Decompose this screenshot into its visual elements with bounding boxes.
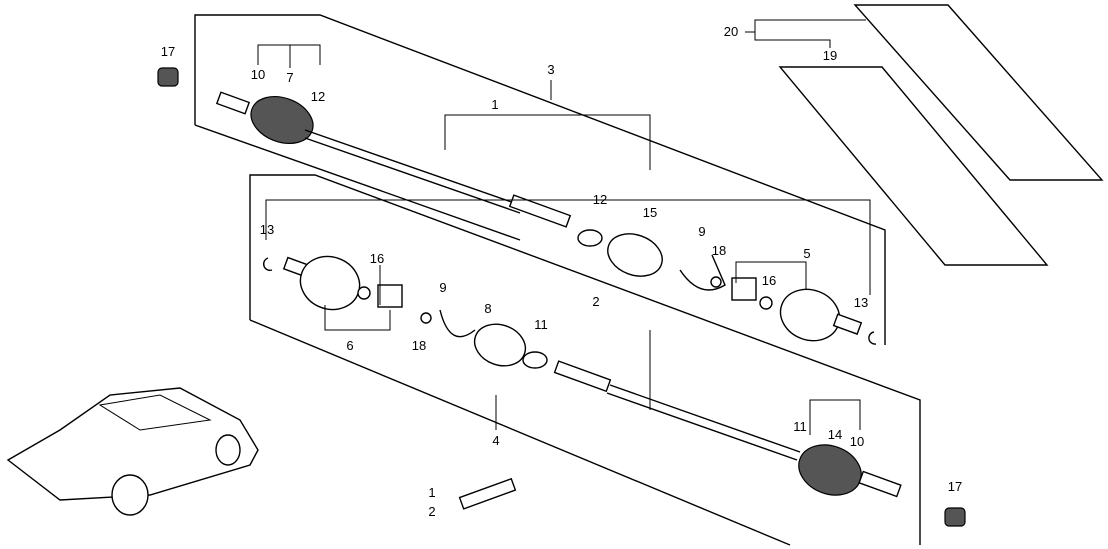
callout-11: 11: [793, 419, 807, 434]
clip: [710, 276, 722, 288]
callout-18: 18: [712, 243, 726, 258]
callout-2: 2: [428, 504, 435, 519]
boot-band: [577, 229, 603, 247]
boot-kit-frames: [745, 4, 1104, 266]
right-driveshaft: [215, 91, 572, 228]
callout-11: 11: [534, 317, 548, 332]
spindle-nut-right: [944, 507, 966, 527]
callout-1: 1: [428, 485, 435, 500]
callout-9: 9: [439, 280, 446, 295]
callout-6: 6: [346, 338, 353, 353]
lower-shaft-frame: [249, 174, 921, 546]
car-illustration: [6, 387, 259, 516]
callout-8: 8: [484, 301, 491, 316]
callout-1: 1: [491, 97, 498, 112]
callout-16: 16: [370, 251, 384, 266]
circlip: [868, 331, 877, 345]
upper-shaft-frame: [194, 14, 886, 345]
callout-17: 17: [948, 479, 962, 494]
stopper: [759, 296, 773, 310]
callout-lines: [257, 44, 871, 435]
callout-3: 3: [547, 62, 554, 77]
callout-labels: 17 10 7 12 3 1 20 19 13 12 15 9 18 5 16 …: [161, 24, 962, 519]
callout-12: 12: [311, 89, 325, 104]
callout-19: 19: [823, 48, 837, 63]
callout-13: 13: [260, 222, 274, 237]
boot: [607, 233, 663, 277]
left-inboard-parts: [262, 255, 548, 369]
callout-18: 18: [412, 338, 426, 353]
callout-10: 10: [251, 67, 265, 82]
callout-15: 15: [643, 205, 657, 220]
callout-13: 13: [854, 295, 868, 310]
callout-17: 17: [161, 44, 175, 59]
callout-2: 2: [592, 294, 599, 309]
callout-9: 9: [698, 224, 705, 239]
callout-4: 4: [492, 433, 499, 448]
tripod: [731, 277, 757, 301]
callout-10: 10: [850, 434, 864, 449]
right-inboard-parts: [577, 229, 877, 345]
spindle-nut-left: [157, 67, 179, 87]
band: [679, 254, 726, 291]
left-driveshaft: [553, 360, 902, 498]
inboard-housing: [779, 288, 841, 342]
callout-14: 14: [828, 427, 842, 442]
callout-7: 7: [286, 70, 293, 85]
callout-12: 12: [593, 192, 607, 207]
callout-5: 5: [803, 246, 810, 261]
grease-tube: [458, 477, 517, 510]
callout-16: 16: [762, 273, 776, 288]
callout-20: 20: [724, 24, 738, 39]
